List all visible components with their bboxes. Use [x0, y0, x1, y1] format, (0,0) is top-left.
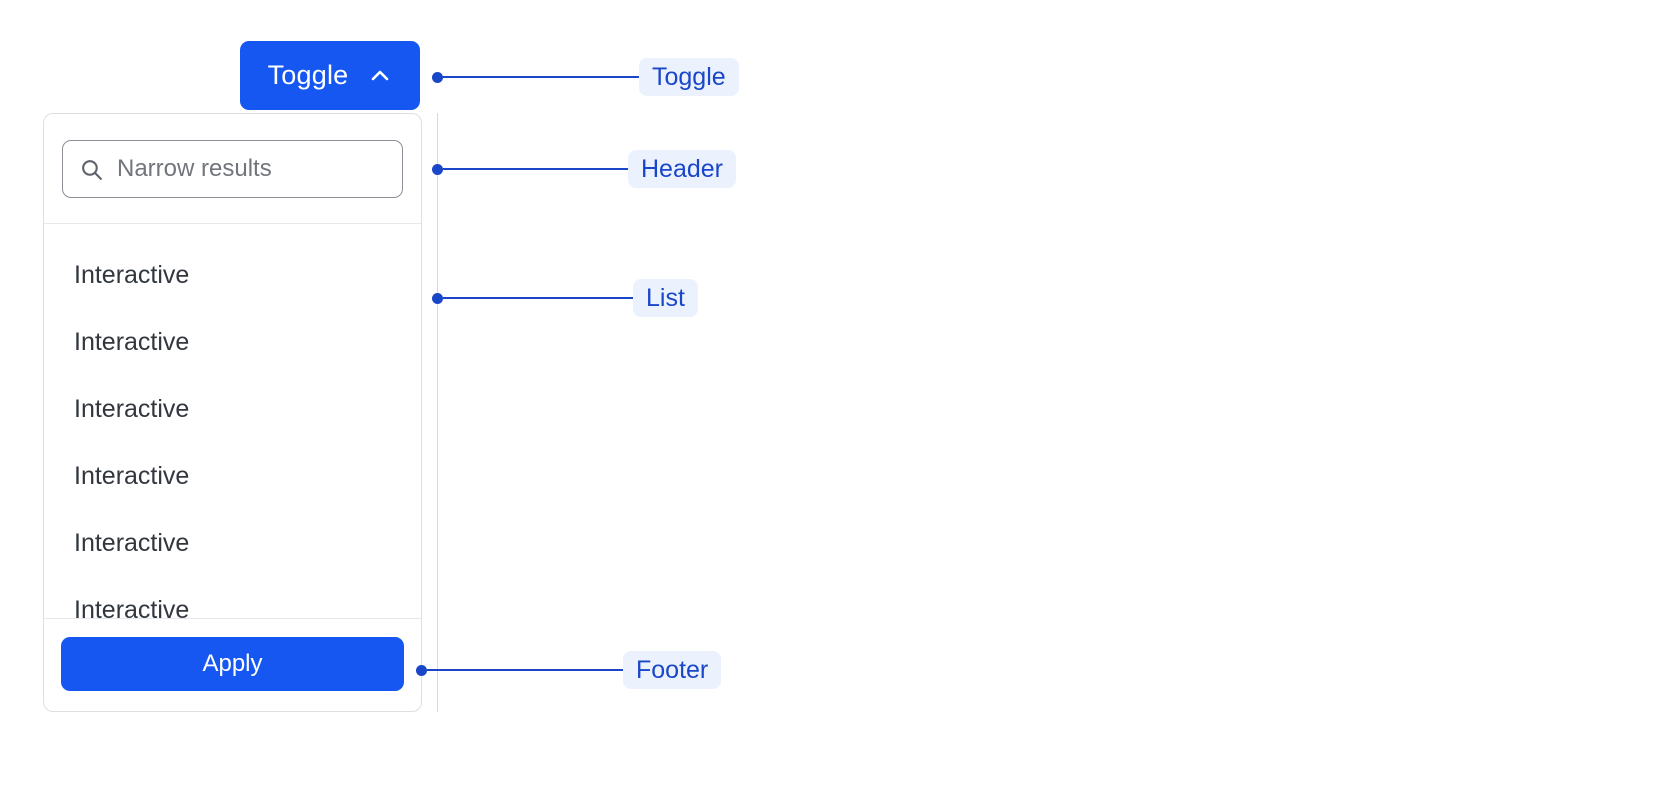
dropdown-list: Interactive Interactive Interactive Inte…: [44, 224, 421, 619]
annotation-label: Header: [641, 154, 723, 183]
annotation-label: Toggle: [652, 62, 726, 91]
dropdown-footer: Apply: [44, 619, 421, 711]
list-item[interactable]: Interactive: [44, 577, 421, 619]
list-item-label: Interactive: [74, 328, 190, 356]
search-input[interactable]: [117, 155, 386, 183]
list-item[interactable]: Interactive: [44, 309, 421, 376]
toggle-button-label: Toggle: [267, 60, 349, 90]
list-item[interactable]: Interactive: [44, 242, 421, 309]
list-item-label: Interactive: [74, 529, 190, 557]
alignment-guide-panel-right: [437, 113, 438, 712]
list-item[interactable]: Interactive: [44, 443, 421, 510]
list-item[interactable]: Interactive: [44, 510, 421, 577]
annotation-dot: [432, 163, 443, 175]
annotation-connector-line: [443, 76, 639, 78]
annotation-pill: Footer: [623, 650, 722, 690]
list-item-label: Interactive: [74, 596, 190, 619]
list-item-label: Interactive: [74, 261, 190, 289]
annotation-connector-line: [443, 168, 628, 170]
list-item-label: Interactive: [74, 462, 190, 490]
dropdown-header: [44, 114, 421, 224]
annotation-pill: Header: [628, 149, 736, 189]
annotation-dot: [432, 292, 443, 304]
apply-button-label: Apply: [202, 650, 263, 677]
dropdown-panel: Interactive Interactive Interactive Inte…: [43, 113, 422, 712]
annotation-dot: [416, 664, 427, 676]
annotation-connector-line: [443, 297, 633, 299]
list-item[interactable]: Interactive: [44, 376, 421, 443]
annotation-pill: List: [633, 278, 698, 318]
annotation-header: Header: [432, 149, 736, 189]
search-icon: [79, 157, 104, 182]
apply-button[interactable]: Apply: [61, 637, 404, 691]
annotation-label: Footer: [636, 655, 709, 684]
annotation-footer: Footer: [416, 650, 722, 690]
list-item-label: Interactive: [74, 395, 190, 423]
chevron-up-icon: [368, 64, 392, 88]
annotation-label: List: [646, 283, 685, 312]
annotation-toggle: Toggle: [432, 57, 739, 97]
search-field[interactable]: [62, 140, 403, 198]
annotation-dot: [432, 71, 443, 83]
annotation-pill: Toggle: [639, 57, 739, 97]
annotation-list: List: [432, 278, 698, 318]
annotation-connector-line: [427, 669, 623, 671]
toggle-button[interactable]: Toggle: [240, 41, 420, 110]
